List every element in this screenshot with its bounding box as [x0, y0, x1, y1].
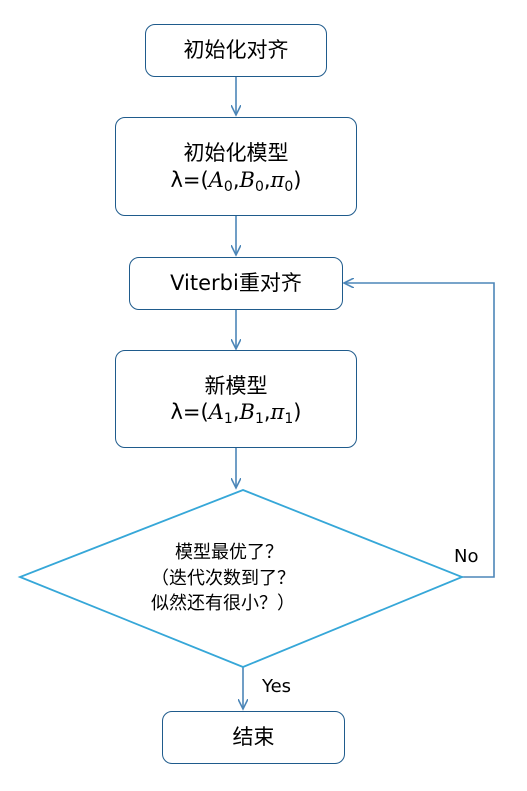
- initial-model-formula: λ=(A0,B0,π0): [170, 167, 302, 195]
- arrow-no-loop: [344, 283, 495, 578]
- initial-model-b-subscript: 0: [254, 178, 264, 195]
- initial-alignment-label: 初始化对齐: [183, 38, 289, 63]
- end-label: 结束: [232, 725, 275, 750]
- new-model-lambda: λ=(: [170, 400, 209, 424]
- yes-branch-label: Yes: [262, 676, 292, 697]
- decision-diamond: [17, 489, 465, 668]
- new-model-box: 新模型 λ=(A1,B1,π1): [115, 350, 357, 448]
- initial-model-a-symbol: A: [208, 167, 224, 192]
- new-model-formula: λ=(A1,B1,π1): [170, 399, 302, 427]
- initial-model-pi-symbol: π: [270, 167, 285, 192]
- new-model-b-symbol: B: [239, 400, 255, 424]
- decision-question-line-3: 似然还有很小？）: [151, 593, 295, 615]
- initial-alignment-box: 初始化对齐: [145, 24, 327, 77]
- new-model-comma-1: ,: [232, 400, 240, 424]
- new-model-a-symbol: A: [208, 400, 224, 424]
- decision-text: 模型最优了？ （迭代次数到了？ 似然还有很小？）: [151, 540, 295, 617]
- new-model-a-subscript: 1: [223, 411, 233, 427]
- viterbi-realignment-box: Viterbi重对齐: [129, 257, 343, 310]
- new-model-close: ): [293, 400, 302, 424]
- initial-model-comma-1: ,: [232, 167, 240, 192]
- decision-question-line-2: （迭代次数到了？: [151, 567, 295, 589]
- no-branch-label: No: [454, 546, 479, 567]
- new-model-pi-subscript: 1: [284, 411, 294, 427]
- initial-model-label: 初始化模型: [183, 141, 289, 166]
- new-model-comma-2: ,: [263, 400, 271, 424]
- initial-model-comma-2: ,: [263, 167, 271, 192]
- initial-model-close: ): [293, 167, 302, 192]
- new-model-label: 新模型: [204, 373, 268, 398]
- initial-model-b-symbol: B: [239, 167, 255, 192]
- viterbi-realignment-label: Viterbi重对齐: [170, 271, 302, 296]
- end-box: 结束: [162, 711, 345, 764]
- new-model-b-subscript: 1: [254, 411, 264, 427]
- new-model-pi-symbol: π: [270, 400, 285, 424]
- initial-model-pi-subscript: 0: [284, 178, 294, 195]
- initial-model-lambda: λ=(: [170, 167, 209, 192]
- initial-model-box: 初始化模型 λ=(A0,B0,π0): [115, 117, 357, 216]
- decision-question-line-1: 模型最优了？: [175, 542, 283, 563]
- initial-model-a-subscript: 0: [223, 178, 233, 195]
